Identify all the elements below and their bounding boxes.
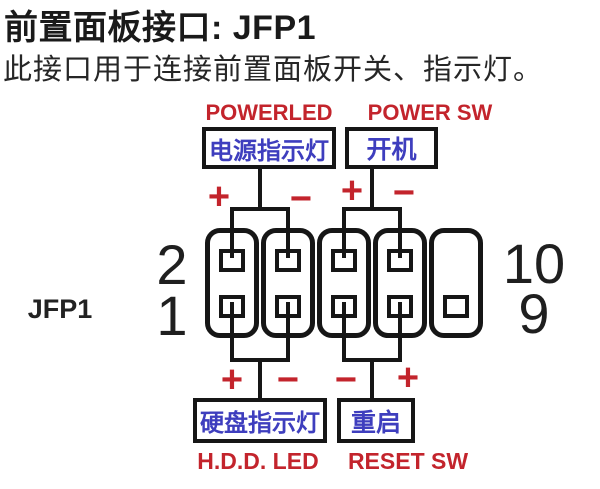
- wire-hdd-led-stem: [258, 358, 262, 398]
- page-subtitle: 此接口用于连接前置面板开关、指示灯。: [3, 54, 544, 86]
- hdd-led-plus-sign: +: [220, 359, 244, 401]
- reset-sw-box: 重启: [337, 398, 415, 443]
- power-led-label: POWERLED: [205, 100, 333, 125]
- wire-power-led-stem: [258, 169, 262, 211]
- wire-power-sw-stem: [370, 169, 374, 211]
- power-sw-box: 开机: [345, 127, 438, 169]
- connector-name: JFP1: [27, 294, 93, 324]
- wire-hdd-led-plus: [230, 302, 234, 362]
- power-sw-label: POWER SW: [367, 100, 493, 125]
- power-sw-plus-sign: +: [340, 170, 364, 212]
- wire-hdd-led-minus: [286, 302, 290, 362]
- power-led-plus-sign: +: [207, 176, 231, 218]
- wire-power-led-plus: [230, 207, 234, 258]
- hdd-led-minus-sign: −: [276, 359, 300, 401]
- wire-reset-sw-plus: [398, 302, 402, 362]
- wire-reset-sw-minus: [342, 302, 346, 362]
- hdd-led-box: 硬盘指示灯: [193, 398, 327, 443]
- pin-9: [443, 295, 469, 318]
- wire-power-sw-plus: [342, 207, 346, 258]
- reset-sw-label: RESET SW: [347, 448, 469, 474]
- wire-power-led-minus: [286, 207, 290, 258]
- wire-power-sw-branch: [342, 207, 402, 211]
- hdd-led-label: H.D.D. LED: [197, 448, 319, 474]
- power-sw-minus-sign: −: [392, 172, 416, 214]
- pin-number-bottom-left: 1: [156, 284, 188, 347]
- page-title: 前置面板接口: JFP1: [4, 9, 317, 47]
- wire-power-led-branch: [230, 207, 290, 211]
- reset-sw-minus-sign: −: [334, 359, 358, 401]
- pin-number-top-right: 10: [502, 232, 566, 295]
- wire-power-sw-minus: [398, 207, 402, 258]
- pin-number-top-left: 2: [156, 233, 188, 296]
- reset-sw-plus-sign: +: [396, 357, 420, 399]
- power-led-box: 电源指示灯: [202, 127, 336, 169]
- wire-reset-sw-stem: [370, 358, 374, 398]
- connector-column-5: [429, 228, 483, 338]
- pin-number-bottom-right: 9: [518, 282, 550, 345]
- power-led-minus-sign: −: [289, 178, 313, 220]
